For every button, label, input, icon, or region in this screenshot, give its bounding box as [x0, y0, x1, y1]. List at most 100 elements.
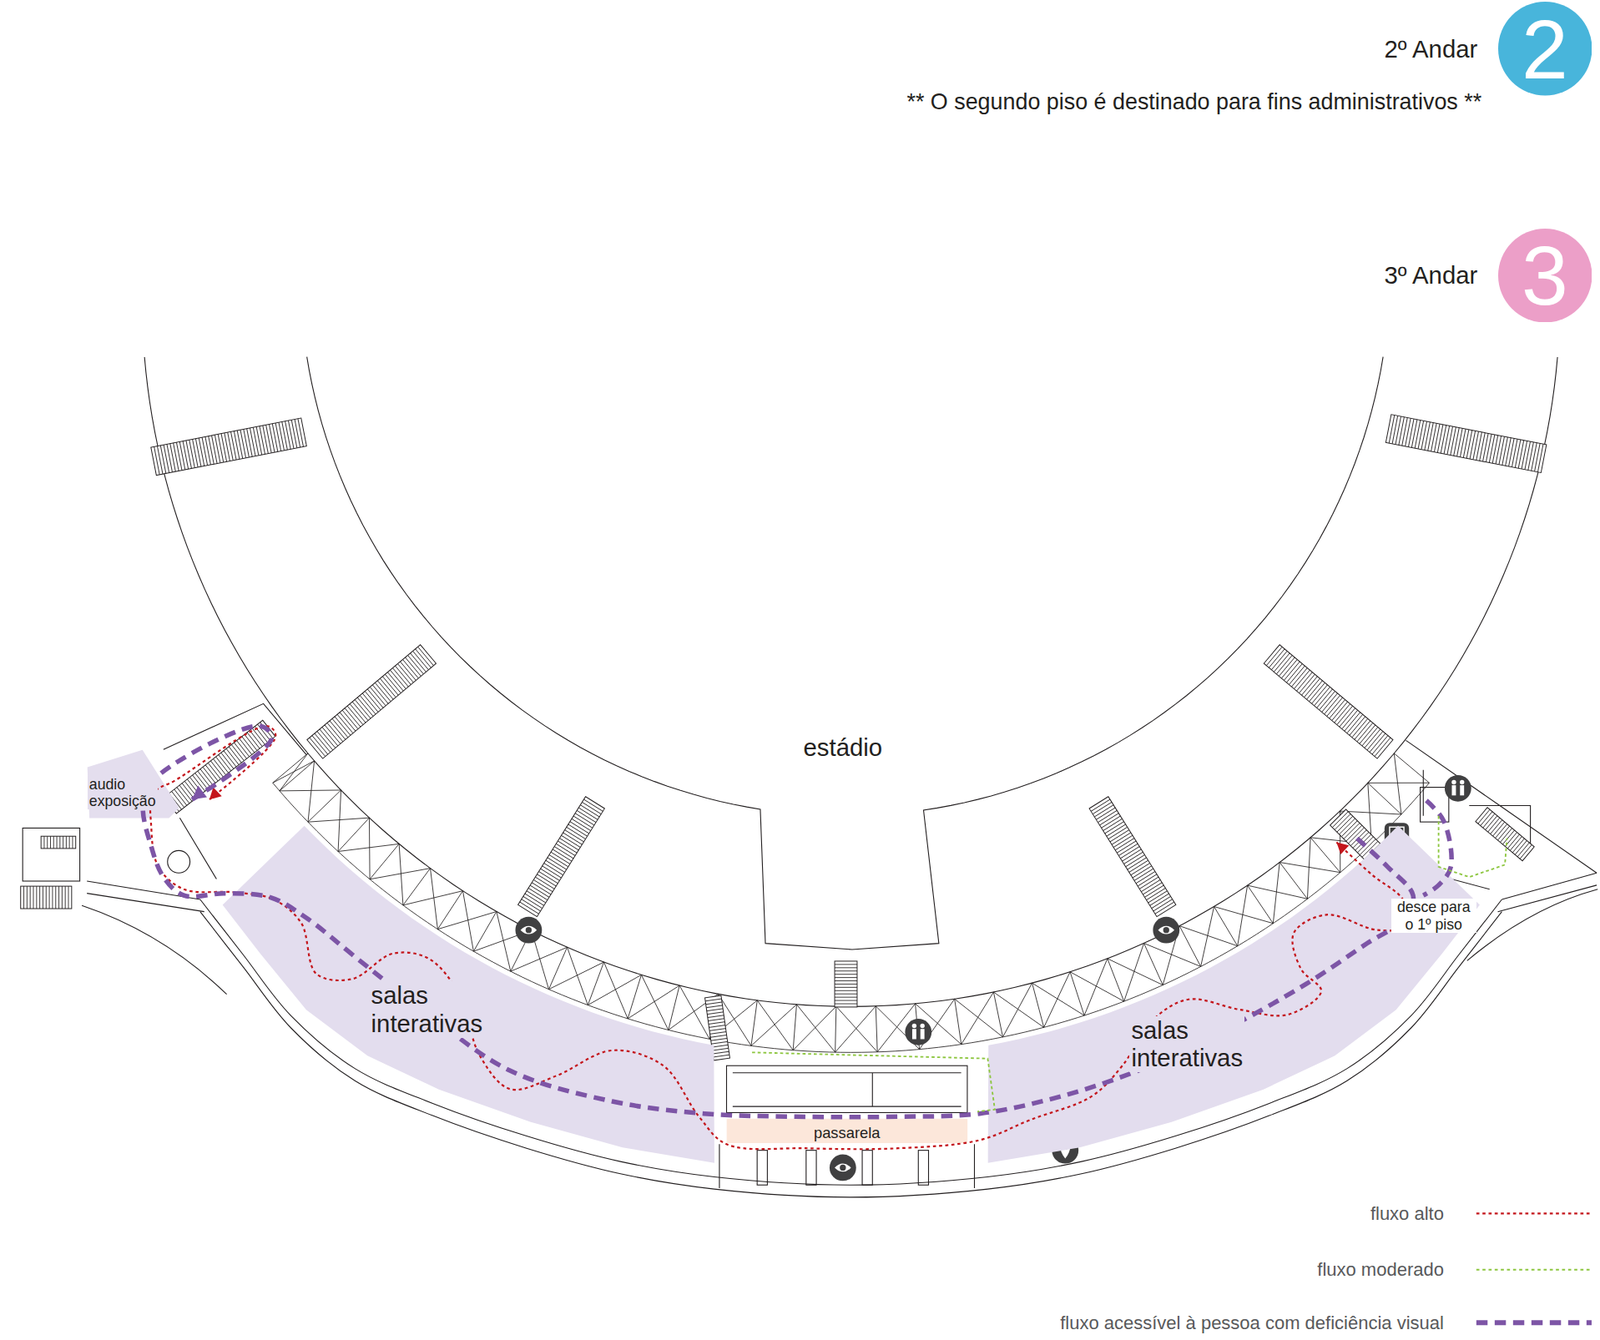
staircase — [1263, 645, 1394, 759]
badge-disc — [1498, 228, 1592, 323]
viewpoint-icon — [515, 917, 543, 944]
truss-band — [549, 947, 605, 1005]
stair-note: desce para o 1º piso — [1391, 898, 1477, 934]
room-name: audio exposição — [87, 776, 158, 811]
truss-band — [751, 1000, 797, 1051]
restroom-icon — [919, 1024, 924, 1029]
restroom-icon — [1459, 780, 1464, 785]
column — [757, 1150, 768, 1187]
staircase — [151, 418, 307, 476]
floor-heading: 3º Andar — [1383, 261, 1478, 290]
floor-badge: 3º Andar 3 — [1383, 228, 1592, 323]
room-name: salas interativas — [369, 981, 485, 1038]
restroom-icon — [1444, 775, 1472, 803]
interactive-rooms: salas interativas — [219, 822, 718, 1166]
floor-note: ** O segundo piso é destinado para fins … — [906, 89, 1482, 116]
flow-arrowhead — [1336, 842, 1349, 856]
staircase — [163, 720, 276, 814]
staircase — [166, 722, 273, 813]
staircase — [834, 961, 858, 1008]
legend-text: fluxo alto — [1370, 1203, 1444, 1225]
floor-plan-lines — [22, 357, 1598, 1198]
staircase — [151, 418, 307, 476]
staircase — [1478, 809, 1532, 859]
viewpoint-icon — [829, 1155, 857, 1182]
column — [862, 1150, 873, 1187]
central-block — [719, 1073, 975, 1189]
staircase — [834, 961, 858, 1008]
staircase — [40, 836, 76, 849]
staircase — [519, 799, 604, 914]
restroom-icon — [920, 1029, 925, 1040]
truss-band — [627, 974, 680, 1030]
staircase — [518, 797, 606, 918]
staircase — [834, 964, 858, 1005]
truss-band — [272, 753, 308, 783]
truss-band — [587, 962, 642, 1020]
moderate-flow-path — [1438, 816, 1508, 878]
viewpoint-icon — [1158, 926, 1176, 935]
room-name: salas interativas — [1129, 1016, 1245, 1073]
floor-heading: 2º Andar — [1383, 35, 1478, 64]
legend-holder: fluxo acessível à pessoa com deficiência… — [1059, 1312, 1444, 1334]
floor-badge-circle: 2 — [1498, 1, 1592, 96]
restroom-room — [1420, 787, 1449, 823]
truss-band — [792, 1004, 837, 1053]
viewpoint-icon — [1163, 927, 1170, 934]
stadium-field-outline — [307, 357, 1383, 950]
floor-badge-circle: 3 — [1498, 228, 1592, 323]
restroom-icon — [904, 1019, 932, 1046]
staircase — [154, 418, 304, 475]
viewpoint-icon — [525, 927, 532, 934]
accessible-flow-path — [1423, 800, 1452, 896]
area-name: estádio — [803, 733, 884, 763]
legend-holder: fluxo moderado — [1317, 1259, 1444, 1281]
staircase — [1263, 645, 1394, 759]
viewpoint-icon — [829, 1155, 857, 1182]
staircase — [307, 645, 437, 759]
interactive-rooms-outline — [984, 822, 1484, 1166]
column — [806, 1150, 817, 1187]
staircase — [40, 836, 76, 849]
restroom-icon — [1444, 775, 1472, 803]
viewpoint-icon — [515, 917, 543, 944]
staircase — [518, 797, 606, 918]
legend-text: fluxo moderado — [1317, 1259, 1444, 1281]
truss-band — [1070, 958, 1125, 1016]
staircase — [20, 886, 72, 909]
interactive-rooms: salas interativas — [984, 822, 1484, 1166]
floor-number: 2 — [1498, 1, 1592, 96]
viewpoint-icon — [834, 1164, 852, 1173]
legend-sample — [1476, 1269, 1592, 1272]
staircase — [1385, 414, 1546, 474]
walkway: passarela — [723, 1115, 971, 1147]
stadium-field: estádio — [303, 353, 1387, 954]
legend-text: fluxo acessível à pessoa com deficiência… — [1059, 1312, 1444, 1334]
high-flow-path — [150, 726, 1412, 1150]
audio-room: audio exposição — [84, 747, 182, 822]
truss-band — [954, 992, 1004, 1045]
truss-band — [1032, 972, 1086, 1029]
label-holder: desce para o 1º piso — [1391, 898, 1477, 934]
restroom-icon — [912, 1024, 917, 1029]
audio-room-outline — [87, 750, 180, 819]
floor-number: 3 — [1498, 228, 1592, 323]
truss-band — [279, 761, 342, 823]
room-name: passarela — [812, 1124, 882, 1142]
staircase — [1266, 646, 1391, 757]
staircase — [1089, 797, 1177, 918]
restroom-icon — [1459, 785, 1464, 796]
staircase — [20, 886, 72, 909]
flow-arrowhead — [209, 787, 223, 801]
central-block — [719, 1065, 975, 1189]
staircase — [1388, 415, 1544, 473]
staircase — [163, 720, 276, 814]
staircase — [1385, 414, 1546, 474]
left-building — [22, 827, 80, 882]
floor-badge: 2º Andar 2 — [1383, 1, 1592, 96]
interactive-rooms-outline — [987, 826, 1479, 1164]
viewpoint-icon — [839, 1165, 846, 1171]
walkway-outline — [726, 1119, 967, 1144]
staircase — [1475, 807, 1535, 862]
